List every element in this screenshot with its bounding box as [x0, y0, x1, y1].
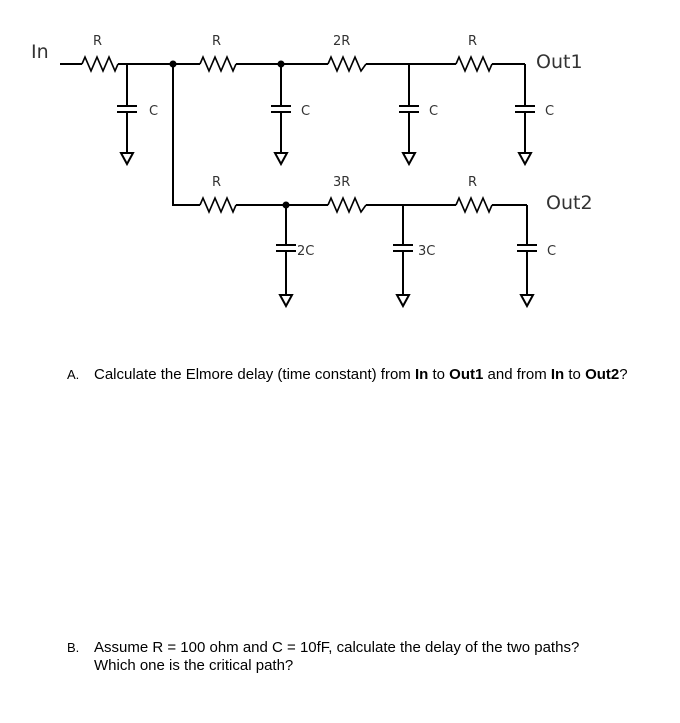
- capacitor-bottom-3: C: [517, 205, 556, 309]
- input-label: In: [31, 41, 49, 63]
- question-a-bold-in: In: [414, 366, 429, 383]
- capacitor-bottom-1: 2C: [276, 205, 314, 309]
- ground-icon: [395, 294, 411, 309]
- ground-icon: [278, 294, 294, 309]
- ground-icon: [273, 152, 289, 167]
- resistor-top-1-label: R: [93, 34, 102, 49]
- question-a-letter: A.: [67, 367, 80, 382]
- question-a-part: and from: [483, 366, 551, 383]
- capacitor-top-4-label: C: [545, 104, 554, 119]
- question-a-text: Calculate the Elmore delay (time constan…: [94, 366, 628, 384]
- ground-icon: [519, 294, 535, 309]
- question-b-line-2: Which one is the critical path?: [94, 657, 294, 674]
- question-a-part: Calculate the Elmore delay (time constan…: [94, 366, 415, 383]
- capacitor-bottom-1-label: 2C: [297, 244, 314, 259]
- question-a-part: to: [564, 366, 586, 383]
- ground-icon: [517, 152, 533, 167]
- question-a-part: to: [428, 366, 450, 383]
- ground-icon: [401, 152, 417, 167]
- capacitor-top-2-label: C: [301, 104, 310, 119]
- resistor-top-3: 2R: [327, 34, 367, 74]
- junction-dot: [169, 60, 177, 68]
- resistor-bottom-3-label: R: [468, 175, 477, 190]
- question-a-bold-out2: Out2: [585, 366, 620, 383]
- capacitor-top-3: C: [399, 64, 438, 167]
- branch-wire: [172, 64, 200, 206]
- resistor-top-2-label: R: [212, 34, 221, 49]
- capacitor-top-1-label: C: [149, 104, 158, 119]
- capacitor-bottom-3-label: C: [547, 244, 556, 259]
- resistor-bottom-2: 3R: [327, 175, 367, 215]
- question-b-line-1: Assume R = 100 ohm and C = 10fF, calcula…: [94, 639, 580, 656]
- question-a-part: ?: [619, 366, 628, 383]
- question-b-text: Assume R = 100 ohm and C = 10fF, calcula…: [94, 639, 579, 675]
- capacitor-top-4: C: [515, 64, 554, 167]
- capacitor-bottom-2-label: 3C: [418, 244, 435, 259]
- capacitor-bottom-2: 3C: [393, 205, 435, 309]
- resistor-top-4-label: R: [468, 34, 477, 49]
- question-a-bold-in: In: [550, 366, 565, 383]
- capacitor-top-1: C: [117, 64, 158, 167]
- rc-circuit-diagram: In Out1 Out2 R R 2R R: [31, 34, 593, 309]
- capacitor-top-2: C: [271, 64, 310, 167]
- question-b-letter: B.: [67, 640, 80, 655]
- resistor-bottom-1-label: R: [212, 175, 221, 190]
- resistor-bottom-3: R: [455, 175, 493, 215]
- ground-icon: [119, 152, 135, 167]
- out1-label: Out1: [536, 51, 583, 73]
- out2-label: Out2: [546, 192, 593, 214]
- question-a-bold-out1: Out1: [449, 366, 484, 383]
- resistor-top-3-label: 2R: [333, 34, 350, 49]
- resistor-bottom-1: R: [199, 175, 237, 215]
- resistor-top-2: R: [199, 34, 237, 74]
- resistor-top-1: R: [81, 34, 119, 74]
- resistor-bottom-2-label: 3R: [333, 175, 350, 190]
- resistor-top-4: R: [455, 34, 493, 74]
- capacitor-top-3-label: C: [429, 104, 438, 119]
